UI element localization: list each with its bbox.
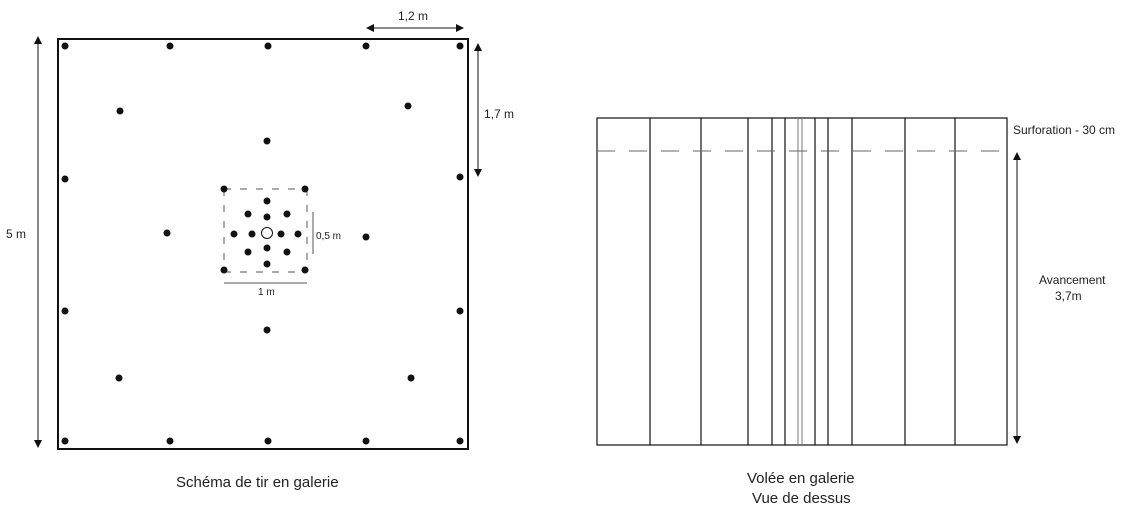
right-diagram-caption-line1: Volée en galerie — [747, 470, 855, 487]
vertical-spacing-label: 1,7 m — [484, 107, 514, 121]
cut-hole — [283, 210, 291, 218]
right-diagram-caption-line2: Vue de dessus — [752, 490, 851, 507]
blast-hole — [362, 437, 370, 445]
cut-hole — [263, 197, 271, 205]
perimeter-holes — [61, 42, 464, 445]
cut-corner-hole — [301, 266, 309, 274]
blast-hole — [456, 307, 464, 315]
cut-hole — [263, 213, 271, 221]
blast-hole — [166, 437, 174, 445]
cut-height-label: 0,5 m — [316, 231, 341, 242]
blast-hole — [61, 437, 69, 445]
blast-hole — [264, 437, 272, 445]
blast-hole — [456, 437, 464, 445]
cut-hole — [294, 230, 302, 238]
blast-hole — [362, 42, 370, 50]
blast-hole — [362, 233, 370, 241]
burn-cut — [220, 185, 309, 274]
relief-hole-lines — [797, 118, 803, 445]
cut-corner-hole — [220, 266, 228, 274]
cut-hole — [230, 230, 238, 238]
blast-hole — [166, 42, 174, 50]
blast-hole — [263, 326, 271, 334]
cut-hole — [248, 230, 256, 238]
cut-corner-hole — [220, 185, 228, 193]
blast-hole — [61, 307, 69, 315]
blast-hole — [264, 42, 272, 50]
left-diagram-caption: Schéma de tir en galerie — [176, 474, 339, 491]
relief-hole — [261, 227, 273, 239]
cut-hole — [244, 210, 252, 218]
cut-hole — [263, 244, 271, 252]
blast-hole — [163, 229, 171, 237]
blast-hole — [407, 374, 415, 382]
blast-hole — [61, 42, 69, 50]
cut-hole — [244, 248, 252, 256]
blast-hole — [116, 107, 124, 115]
drill-hole-lines — [649, 118, 956, 445]
blast-pattern-diagram: 0,5 m 1 m 5 m 1,2 m 1,7 m Schéma de tir … — [6, 9, 514, 491]
advance-label-line1: Avancement — [1039, 273, 1106, 287]
cut-hole — [277, 230, 285, 238]
horizontal-spacing-label: 1,2 m — [398, 9, 428, 23]
blast-hole — [404, 102, 412, 110]
cut-corner-hole — [301, 185, 309, 193]
gallery-face-outline — [57, 38, 469, 450]
stoping-holes — [115, 102, 415, 382]
blast-hole — [115, 374, 123, 382]
advance-label-line2: 3,7m — [1055, 289, 1082, 303]
height-label: 5 m — [6, 227, 26, 241]
blast-hole — [61, 175, 69, 183]
round-top-view-diagram: Surforation - 30 cm Avancement 3,7m Volé… — [596, 117, 1115, 507]
blast-hole — [456, 42, 464, 50]
cut-hole — [263, 260, 271, 268]
overdrill-label: Surforation - 30 cm — [1013, 123, 1115, 137]
cut-hole — [283, 248, 291, 256]
cut-width-label: 1 m — [258, 287, 275, 298]
blast-hole — [263, 137, 271, 145]
blast-hole — [456, 173, 464, 181]
